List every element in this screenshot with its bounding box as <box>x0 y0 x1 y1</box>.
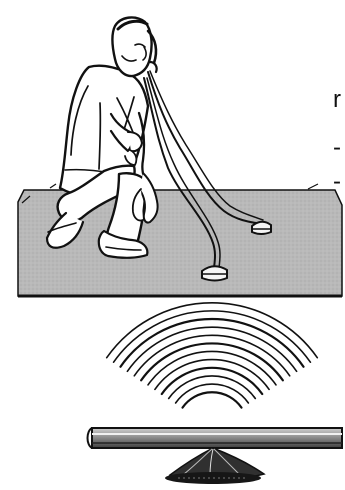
cropped-text-fragment-r: r <box>333 88 341 112</box>
cropped-text-fragment-dash-2: - <box>333 170 341 194</box>
acoustic-wave-arcs <box>107 303 318 408</box>
leak-spray <box>165 448 264 484</box>
ground-microphone-right <box>252 222 271 234</box>
sound-wave-arc <box>155 360 269 390</box>
sound-wave-arc <box>176 384 249 403</box>
sound-wave-arc <box>134 335 289 375</box>
buried-pipe <box>88 428 343 448</box>
ground-microphone-left <box>202 266 227 280</box>
cropped-text-fragment-dash-1: - <box>333 136 341 160</box>
sound-wave-arc <box>127 327 296 371</box>
sound-wave-arc <box>183 392 242 407</box>
